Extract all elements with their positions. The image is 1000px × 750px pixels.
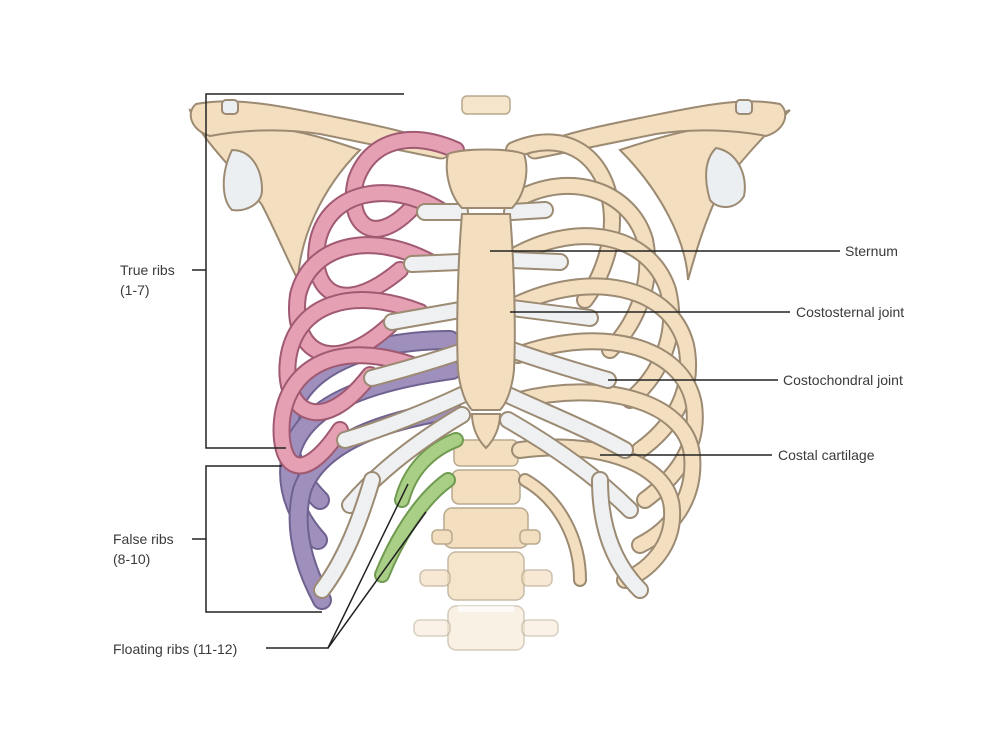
costal-cartilage-label: Costal cartilage [778,447,875,463]
sternum-label: Sternum [845,243,898,259]
right-costal-cartilage [499,201,649,599]
right-ribs [505,133,704,589]
leader-lines [490,250,840,456]
vertebral-column [413,95,559,651]
false-ribs-label-line2: (8-10) [113,551,151,567]
true-ribs-label-line2: (1-7) [120,282,150,298]
floating-ribs-leader-2 [327,511,427,649]
left-scapula [188,108,362,284]
sternum [445,148,528,450]
bracket-lines [192,93,427,649]
costosternal-joint-label: Costosternal joint [796,304,905,320]
right-scapula [618,109,791,281]
true-ribs-bracket [205,93,404,449]
true-ribs-label: True ribs (1-7) [120,260,175,300]
costochondral-joint-label: Costochondral joint [783,372,903,388]
left-true-ribs [272,131,465,475]
true-ribs-label-line1: True ribs [120,262,175,278]
false-ribs-label-line1: False ribs [113,531,174,547]
floating-ribs-label: Floating ribs (11-12) [113,641,238,657]
false-ribs-label: False ribs (8-10) [113,529,174,569]
left-costal-cartilage [313,203,471,599]
